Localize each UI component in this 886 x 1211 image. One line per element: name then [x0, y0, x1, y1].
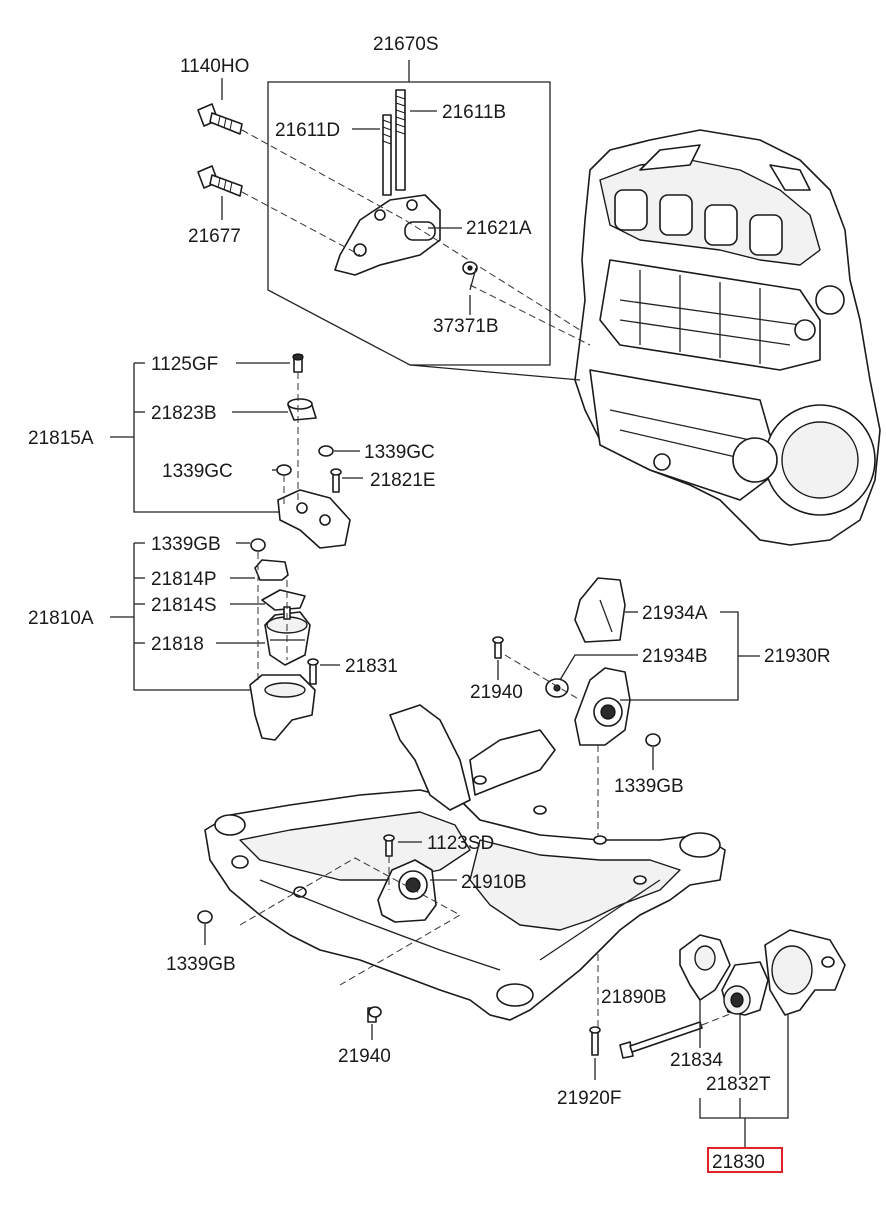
label-21611B: 21611B: [442, 102, 506, 123]
bolt-21677-part: [197, 165, 243, 197]
label-1123SD: 1123SD: [427, 833, 494, 854]
bracket-21815A-group: [110, 353, 363, 549]
label-21814P: 21814P: [151, 569, 217, 590]
label-21940-upper: 21940: [470, 682, 523, 703]
label-21934A: 21934A: [642, 603, 708, 624]
bolt-1140HO-part: [197, 103, 243, 135]
label-1140HO: 1140HO: [180, 56, 249, 77]
label-1125GF: 1125GF: [151, 354, 218, 375]
cover-21934A-part: [574, 577, 626, 643]
label-1339GB-right: 1339GB: [614, 776, 684, 797]
label-21823B: 21823B: [151, 403, 217, 424]
label-1339GC-right: 1339GC: [364, 442, 435, 463]
mount-21930R-group: [492, 577, 760, 1030]
label-21910B: 21910B: [461, 872, 527, 893]
label-21818: 21818: [151, 634, 204, 655]
label-1339GB-top: 1339GB: [151, 534, 221, 555]
label-21831: 21831: [345, 656, 398, 677]
label-21815A: 21815A: [28, 428, 94, 449]
label-21940-lower: 21940: [338, 1046, 391, 1067]
mount-21810A-group: [110, 538, 340, 741]
engine-block-illustration: [574, 129, 881, 546]
label-21890B: 21890B: [601, 987, 667, 1008]
part-labels: 21670S 1140HO 21611D 21611B 21677 21621A…: [28, 34, 831, 1173]
label-21611D: 21611D: [275, 120, 340, 141]
stud-21611D-part: [382, 114, 392, 196]
label-21677: 21677: [188, 226, 241, 247]
highlight-box-21830: [707, 1147, 783, 1173]
label-1339GC-left: 1339GC: [162, 461, 233, 482]
label-21930R: 21930R: [764, 646, 831, 667]
label-21832T: 21832T: [706, 1074, 771, 1095]
label-21834: 21834: [670, 1050, 723, 1071]
label-21810A: 21810A: [28, 608, 94, 629]
label-21920F: 21920F: [557, 1088, 621, 1109]
mount-21830-group: [619, 929, 846, 1173]
label-21814S: 21814S: [151, 595, 217, 616]
label-21621A: 21621A: [466, 218, 532, 239]
label-21821E: 21821E: [370, 470, 436, 491]
label-1339GB-left: 1339GB: [166, 954, 236, 975]
label-21934B: 21934B: [642, 646, 708, 667]
label-37371B: 37371B: [433, 316, 499, 337]
label-21670S: 21670S: [373, 34, 439, 55]
label-21830[interactable]: 21830: [712, 1152, 765, 1173]
bracket-21670S-group: [197, 60, 591, 381]
subframe-illustration: [197, 704, 726, 1080]
stud-21611B-part: [395, 89, 406, 191]
